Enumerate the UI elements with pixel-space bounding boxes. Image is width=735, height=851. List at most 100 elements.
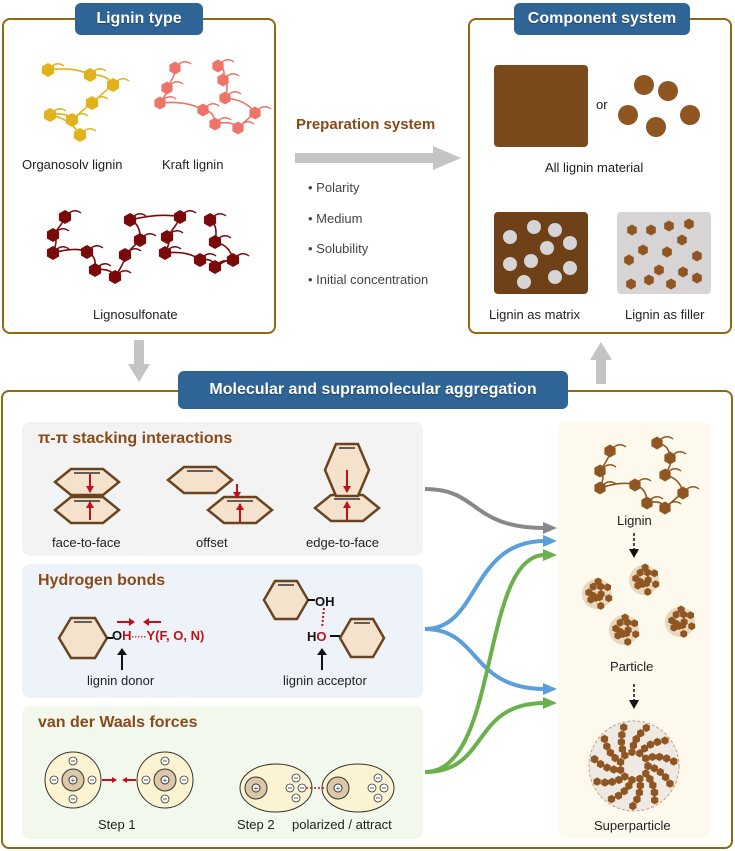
green-flow-arrow-lower (424, 701, 546, 774)
all-lignin-label: All lignin material (545, 160, 644, 175)
superparticle-unit (618, 744, 626, 754)
outcome-lignin-unit (651, 436, 663, 450)
step2-note: polarized / attract (292, 817, 392, 832)
offset-arrow-up-head (236, 503, 244, 510)
lignin-filler-icon (617, 212, 711, 294)
organosolv-unit (41, 63, 55, 77)
particle-1-unit (589, 591, 597, 600)
superparticle-icon (588, 720, 680, 812)
superparticle-unit (635, 788, 643, 797)
particle-3-unit (632, 630, 640, 639)
dashed-down-arrow-icon-2 (629, 684, 639, 709)
lignin-chain-icon (594, 436, 700, 515)
outcome-lignin-unit (659, 468, 671, 482)
superparticle-unit (648, 752, 656, 762)
lignin-donor-label: lignin donor (87, 673, 155, 688)
superparticle-unit (642, 723, 650, 733)
filler-particle (644, 274, 654, 286)
down-arrow-icon (128, 340, 150, 382)
acceptor-bottom-ho: HO (307, 629, 327, 644)
filler-particle (677, 234, 687, 246)
lignin-outcome-label: Lignin (617, 513, 652, 528)
particle-3-unit (616, 618, 624, 627)
ring-bottom (53, 495, 121, 525)
edge-to-face-label: edge-to-face (306, 535, 379, 550)
offset-arrow-down-head (233, 492, 241, 499)
filler-particle (666, 278, 676, 290)
organosolv-lignin-icon (41, 63, 130, 142)
pol0-plus-sign: + (254, 784, 259, 793)
lignosulfonate-unit (208, 260, 222, 274)
superparticle-unit (646, 774, 654, 784)
superparticle-unit (608, 777, 616, 787)
step2-label: Step 2 (237, 817, 275, 832)
superparticle-unit (629, 801, 637, 811)
vdw-step2-icon: ++ (239, 763, 395, 813)
superparticle-unit (625, 781, 633, 790)
superparticle-unit (615, 775, 623, 785)
offset-label: offset (196, 535, 228, 550)
superparticle-unit (649, 781, 657, 790)
superparticle-unit (661, 773, 670, 782)
factor-medium: • Medium (308, 211, 363, 226)
particle-4-unit (680, 629, 688, 638)
particle-4-unit (687, 611, 694, 620)
component-system-badge: Component system (514, 3, 690, 35)
superparticle-unit (593, 777, 601, 786)
factor-solubility: • Solubility (308, 241, 369, 256)
lignin-matrix-label: Lignin as matrix (489, 307, 581, 322)
superparticle-unit (653, 737, 661, 747)
green-arrowhead-lower (543, 697, 557, 709)
superparticle-unit (607, 794, 616, 804)
acceptor-o-label: OH (315, 594, 335, 609)
particle-2-unit (644, 568, 651, 577)
filler-particle (626, 278, 636, 290)
superparticle-unit (618, 730, 626, 739)
organosolv-unit (106, 78, 120, 92)
offset-icon (166, 465, 274, 525)
atom0-plus (68, 775, 78, 785)
particles-icon (582, 563, 696, 646)
superparticle-unit (616, 757, 625, 767)
superparticle-unit (628, 747, 636, 757)
outcome-lignin-unit (677, 486, 689, 500)
filler-particle (627, 224, 637, 236)
superparticle-unit (636, 781, 644, 790)
lignosulfonate-unit (160, 230, 174, 244)
particle-2-unit (636, 577, 644, 586)
superparticle-unit (620, 723, 628, 732)
organosolv-unit (65, 113, 79, 127)
superparticle-unit (655, 752, 664, 762)
superparticle-unit (650, 764, 658, 773)
outcome-lignin-unit (594, 481, 606, 495)
lignosulfonate-unit (88, 263, 102, 277)
filler-particle (654, 264, 664, 276)
filler-particle (692, 250, 702, 262)
lignin-matrix-icon (494, 212, 588, 294)
blue-arrowhead-lower (543, 683, 557, 695)
outcome-lignin-unit (659, 501, 671, 515)
filler-particle (662, 246, 672, 258)
offset-ring-top-hexagon (166, 465, 234, 495)
kraft-unit (169, 61, 181, 75)
superparticle-unit (617, 737, 625, 747)
particle-4-unit (688, 622, 696, 631)
arrow-down-head (86, 486, 94, 493)
particle-2-unit (644, 587, 652, 596)
particle-1-unit (605, 594, 613, 603)
kraft-unit (212, 59, 224, 73)
face-to-face-icon (53, 467, 121, 525)
kraft-unit (219, 91, 231, 105)
superparticle-unit (614, 791, 623, 800)
ring-bottom-hexagon (53, 495, 121, 525)
organosolv-unit (73, 128, 87, 142)
acceptor-pointer-icon (317, 648, 327, 670)
superparticle-unit (601, 778, 609, 787)
donor-benzene-icon (57, 616, 113, 660)
particle-1-unit (597, 601, 605, 610)
outcome-lignin-unit (629, 478, 641, 492)
hbond-dotted (321, 607, 325, 629)
superparticle-unit (636, 774, 644, 783)
donor-o: O (112, 628, 123, 643)
superparticle-unit (621, 751, 629, 760)
